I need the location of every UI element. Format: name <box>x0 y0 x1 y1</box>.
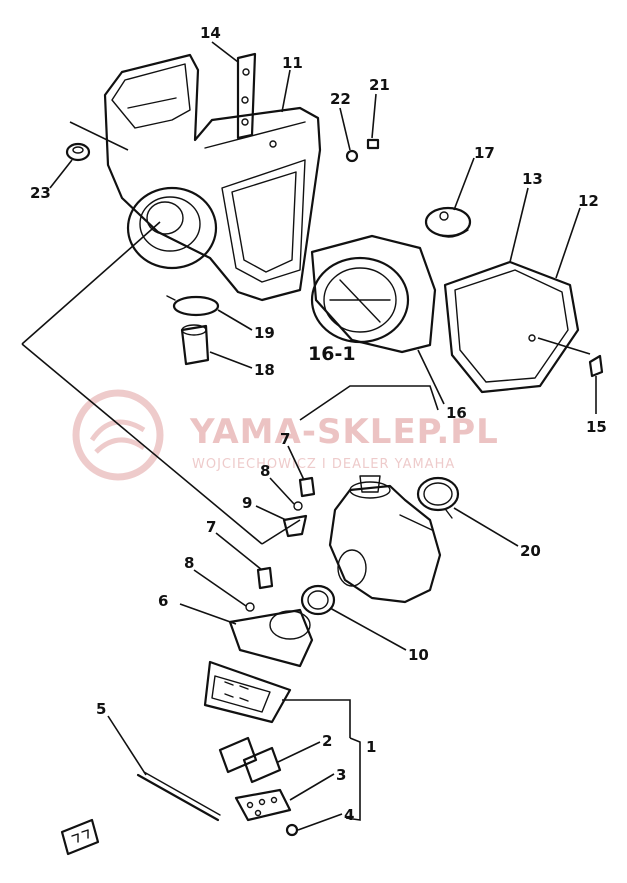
gasket-5 <box>136 771 221 822</box>
cap-17 <box>424 206 472 238</box>
callout-14: 14 <box>200 24 221 42</box>
reed-valve <box>203 660 292 724</box>
callout-5: 5 <box>96 700 106 718</box>
callout-8-lower: 8 <box>184 554 194 572</box>
corner-stamp <box>60 818 100 856</box>
manifold-6 <box>228 608 314 668</box>
washer-8-upper <box>293 501 303 511</box>
callout-20: 20 <box>520 542 541 560</box>
callout-11: 11 <box>282 54 303 72</box>
callout-17: 17 <box>474 144 495 162</box>
callout-23: 23 <box>30 184 51 202</box>
carburetor <box>328 475 442 604</box>
callout-1: 1 <box>366 738 376 756</box>
callout-2: 2 <box>322 732 332 750</box>
screw-7-lower <box>256 566 274 590</box>
callout-18: 18 <box>254 361 275 379</box>
callout-15: 15 <box>586 418 607 436</box>
callout-22: 22 <box>330 90 351 108</box>
reed-petals-2 <box>218 736 282 784</box>
cover-12-13 <box>443 260 580 394</box>
watermark-logo <box>72 389 164 481</box>
callout-8-upper: 8 <box>260 462 270 480</box>
grommet-23 <box>65 142 91 162</box>
callout-4: 4 <box>344 806 354 824</box>
stopper-plate-3 <box>234 788 292 822</box>
callout-19: 19 <box>254 324 275 342</box>
air-box <box>103 53 322 302</box>
callout-6: 6 <box>158 592 168 610</box>
callout-16-1: 16-1 <box>308 343 356 365</box>
callout-10: 10 <box>408 646 429 664</box>
screw-15 <box>588 354 604 378</box>
callout-7-lower: 7 <box>206 518 216 536</box>
callout-13: 13 <box>522 170 543 188</box>
callout-16: 16 <box>446 404 467 422</box>
callout-12: 12 <box>578 192 599 210</box>
clamp-10 <box>300 584 336 616</box>
callout-7-upper: 7 <box>280 430 290 448</box>
screw-7-upper <box>298 476 316 498</box>
callouts: 14 11 22 21 23 17 13 12 19 16-1 18 16 15… <box>30 24 607 824</box>
filter-16 <box>310 234 437 354</box>
watermark-logo-mark <box>89 419 146 454</box>
clamp-19 <box>166 295 220 317</box>
drain-18 <box>180 324 210 366</box>
watermark-title: YAMA-SKLEP.PL <box>189 412 499 452</box>
clamp-20 <box>416 476 460 519</box>
nut-22 <box>345 149 359 163</box>
callout-3: 3 <box>336 766 346 784</box>
callout-9: 9 <box>242 494 252 512</box>
bracket-14 <box>236 52 257 140</box>
washer-8-lower <box>245 602 255 612</box>
bolt-21 <box>366 138 380 150</box>
watermark: YAMA-SKLEP.PL WOJCIECHOWICZ I DEALER YAM… <box>72 389 499 481</box>
screw-4 <box>285 823 299 837</box>
leader-lines <box>21 41 597 831</box>
clip-9 <box>282 514 308 538</box>
callout-21: 21 <box>369 76 390 94</box>
watermark-subtitle: WOJCIECHOWICZ I DEALER YAMAHA <box>192 457 455 472</box>
